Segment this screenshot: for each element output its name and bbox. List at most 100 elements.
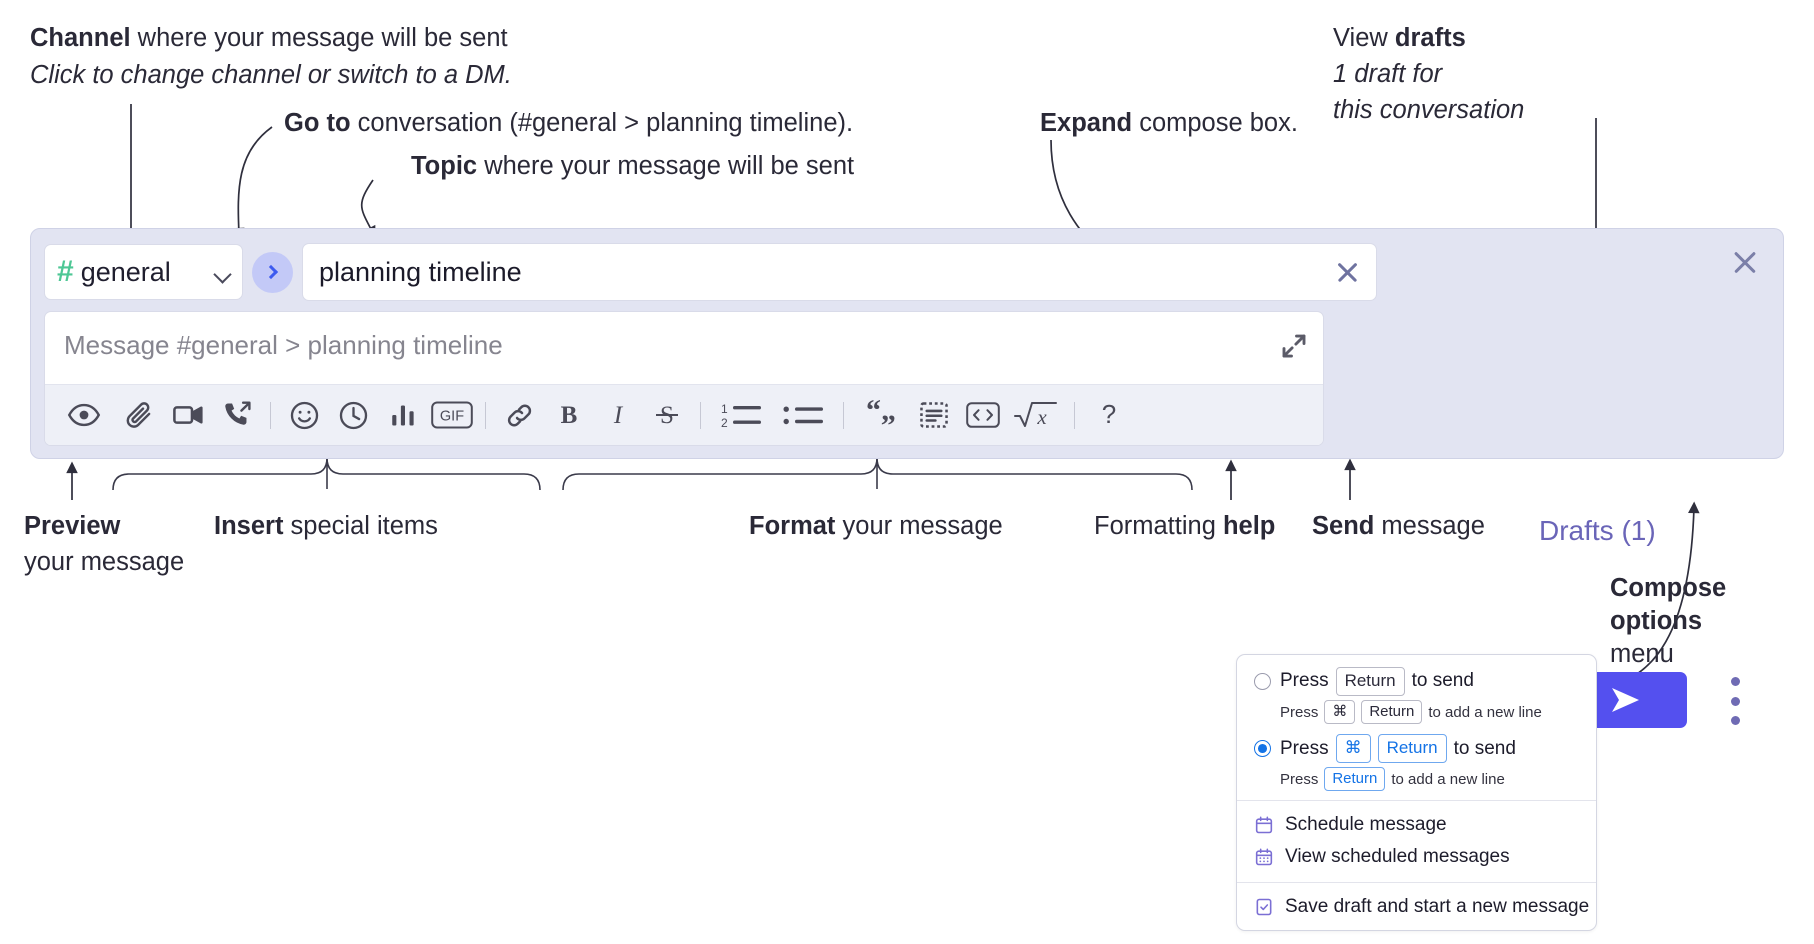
annotation-channel-italic: Click to change channel or switch to a D… <box>30 61 512 90</box>
chevron-down-icon <box>215 268 230 277</box>
annotation-view-drafts: View drafts 1 draft for this conversatio… <box>1333 22 1524 127</box>
code-block-icon[interactable] <box>909 393 958 437</box>
annotation-view-drafts-line2: 1 draft for <box>1333 60 1443 89</box>
expand-diagonal-icon[interactable] <box>1279 331 1309 361</box>
svg-text:1: 1 <box>721 402 728 416</box>
svg-text:x: x <box>1036 405 1047 429</box>
compose-options-more-vertical-icon[interactable] <box>1724 677 1746 725</box>
svg-text:GIF: GIF <box>439 408 463 424</box>
key-badge: Return <box>1361 699 1423 725</box>
radio-button[interactable] <box>1254 672 1271 690</box>
goto-conversation-button[interactable] <box>252 251 293 293</box>
math-sqrt-icon[interactable]: x <box>1007 393 1065 437</box>
help-question-icon[interactable]: ? <box>1084 393 1133 437</box>
menu-divider <box>1237 882 1596 884</box>
hint-pre: Press <box>1280 770 1319 788</box>
annotation-compose-options: Compose options menu <box>1610 572 1726 671</box>
annotation-send-bold: Send <box>1312 512 1375 540</box>
message-input-box[interactable]: Message #general > planning timeline <box>44 311 1324 446</box>
annotation-topic: Topic where your message will be sent <box>411 150 854 183</box>
radio-label-post: to send <box>1411 670 1474 692</box>
menu-item-schedule-message[interactable]: Schedule message <box>1237 809 1596 841</box>
annotation-compose-options-line1: Compose <box>1610 574 1727 602</box>
annotation-view-drafts-line3: this conversation <box>1333 96 1525 125</box>
menu-item-label: Save draft and start a new message <box>1285 896 1590 918</box>
emoji-smiley-icon[interactable] <box>280 393 329 437</box>
annotation-topic-bold: Topic <box>411 152 478 180</box>
preview-eye-icon[interactable] <box>59 393 108 437</box>
key-badge: Return <box>1377 734 1447 764</box>
svg-text:2: 2 <box>721 416 728 430</box>
key-badge: ⌘ <box>1335 734 1371 764</box>
menu-radio-option[interactable]: Press ⌘ Return to send <box>1237 733 1596 764</box>
toolbar-divider <box>270 401 271 429</box>
annotation-expand-rest: compose box. <box>1132 109 1298 137</box>
annotation-view-drafts-bold: drafts <box>1394 24 1466 52</box>
annotation-goto: Go to conversation (#general > planning … <box>284 107 853 140</box>
menu-item-label: View scheduled messages <box>1285 846 1510 868</box>
poll-bar-chart-icon[interactable] <box>378 393 427 437</box>
annotation-expand: Expand compose box. <box>1040 107 1298 140</box>
formatting-toolbar: GIF B <box>45 384 1323 445</box>
radio-button-selected[interactable] <box>1254 740 1271 758</box>
annotation-view-drafts-lead: View <box>1333 24 1395 52</box>
video-camera-icon[interactable] <box>163 393 212 437</box>
annotation-insert: Insert special items <box>214 510 438 543</box>
toolbar-divider <box>1074 401 1075 429</box>
hint-post: to add a new line <box>1391 770 1505 788</box>
channel-select[interactable]: # general <box>44 244 243 300</box>
panel-close-icon[interactable] <box>1729 246 1761 278</box>
annotation-format: Format your message <box>749 510 1003 543</box>
calendar-schedule-icon <box>1255 816 1273 834</box>
menu-item-view-scheduled[interactable]: View scheduled messages <box>1237 841 1596 873</box>
toolbar-divider <box>700 401 701 429</box>
gif-icon[interactable]: GIF <box>427 393 476 437</box>
annotation-goto-bold: Go to <box>284 109 351 137</box>
bulleted-list-icon[interactable] <box>772 393 834 437</box>
hint-pre: Press <box>1280 703 1319 721</box>
channel-name-label: general <box>80 256 171 287</box>
ordered-list-icon[interactable]: 1 2 <box>710 393 772 437</box>
message-placeholder: Message #general > planning timeline <box>64 330 503 360</box>
annotation-insert-rest: special items <box>283 512 438 540</box>
blockquote-icon[interactable]: “„ <box>853 393 909 437</box>
annotation-channel-bold: Channel <box>30 24 131 52</box>
menu-radio-option[interactable]: Press Return to send <box>1237 666 1596 697</box>
topic-value: planning timeline <box>319 256 522 287</box>
compose-panel: # general planning timeline Message #gen… <box>30 228 1784 728</box>
hint-post: to add a new line <box>1428 703 1542 721</box>
menu-option-hint: Press ⌘ Return to add a new line <box>1237 699 1596 725</box>
bold-icon[interactable]: B <box>544 393 593 437</box>
annotation-goto-rest: conversation (#general > planning timeli… <box>350 109 854 137</box>
calendar-list-icon <box>1255 848 1273 866</box>
strikethrough-icon[interactable]: S <box>642 393 691 437</box>
attachment-paperclip-icon[interactable] <box>114 393 163 437</box>
italic-icon[interactable]: I <box>593 393 642 437</box>
annotation-formatting-help: Formatting help <box>1094 510 1275 543</box>
audio-call-icon[interactable] <box>212 393 261 437</box>
annotation-insert-bold: Insert <box>214 512 284 540</box>
key-badge: Return <box>1324 767 1386 792</box>
annotation-channel: Channel where your message will be sent … <box>30 22 512 92</box>
drafts-link[interactable]: Drafts (1) <box>1539 515 1656 546</box>
menu-divider <box>1237 800 1596 802</box>
send-paper-plane-icon <box>1611 688 1639 712</box>
annotation-channel-rest: where your message will be sent <box>130 24 508 52</box>
topic-clear-close-icon[interactable] <box>1332 257 1362 287</box>
key-badge: Return <box>1335 667 1405 696</box>
menu-item-label: Schedule message <box>1285 814 1447 836</box>
radio-option-label: Press ⌘ Return to send <box>1280 734 1516 764</box>
annotation-send: Send message <box>1312 510 1485 543</box>
svg-text:?: ? <box>1101 399 1115 429</box>
annotation-expand-bold: Expand <box>1040 109 1133 137</box>
topic-input[interactable]: planning timeline <box>302 243 1377 301</box>
clock-icon[interactable] <box>329 393 378 437</box>
link-icon[interactable] <box>495 393 544 437</box>
inline-code-icon[interactable] <box>958 393 1007 437</box>
key-badge: ⌘ <box>1324 699 1356 725</box>
menu-item-save-draft[interactable]: Save draft and start a new message <box>1237 891 1596 926</box>
save-draft-icon <box>1256 899 1272 916</box>
svg-text:“„: “„ <box>866 399 896 427</box>
annotation-compose-options-line2: options <box>1610 607 1703 636</box>
